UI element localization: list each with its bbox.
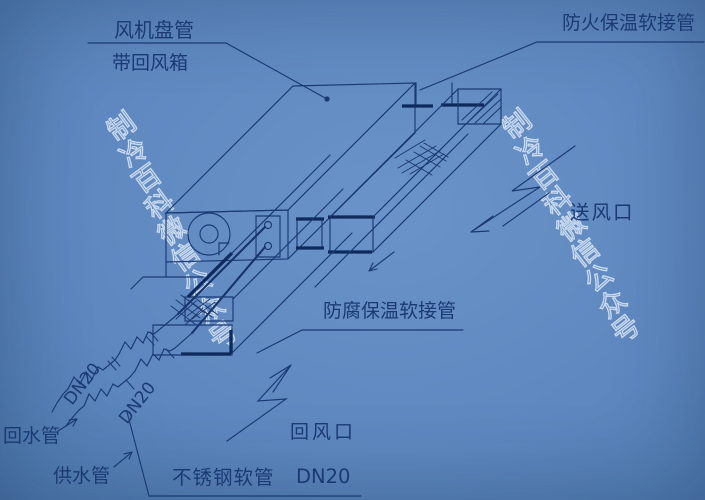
leader-fireproof [419,41,705,91]
leader-supply-water [113,451,133,468]
pipe-connection-panel [255,215,281,258]
leader-anticorrosion [256,251,464,354]
pipe-insulation-hatch [170,294,206,326]
label-stainless-steel-hose: 不锈钢软管 [172,466,275,489]
label-fan-coil-line1: 风机盘管 [114,18,194,42]
return-plenum-thick-corner [181,330,233,356]
unit-base-lines [130,261,204,290]
fan-coil-unit [130,82,417,335]
return-plenum-box [152,324,233,356]
leader-return-water [57,418,78,432]
label-dn20-supply-pipe: DN20 [115,378,160,428]
unit-right-face [287,82,416,260]
unit-top-face [164,82,417,214]
fireproof-sleeve [402,82,484,108]
duct-outlet-face [457,88,502,125]
return-air-assembly [152,154,353,356]
duct-connector-box [296,218,323,249]
duct-insulation-crosshatch [394,139,449,176]
label-anticorrosion-flexible-duct: 防腐保温软接管 [323,300,456,322]
label-supply-water-pipe: 供水管 [53,465,110,487]
return-duct-thick-edge [186,251,234,299]
pipe-stub-bottom [263,241,273,251]
pipe-stub-top [263,220,273,230]
return-sleeve-box [184,296,234,322]
duct-near-face [329,216,374,253]
duct-connector-thick-edges [296,217,324,250]
duct-long-edges [314,88,502,288]
chilled-water-piping [51,294,206,427]
fan-scroll-outline [187,212,231,256]
return-water-pipe-run [51,313,179,413]
watermark-left: 制冷百科微信公众号 [99,103,248,360]
label-return-water-pipe: 回水管 [3,425,60,447]
duct-outlet-hatch [461,91,502,125]
watermark-text: 制冷百科微信公众号 [495,101,651,353]
watermark-right: 制冷百科微信公众号 [494,100,651,354]
leader-stainless-hose [126,411,362,497]
unit-water-pipes [176,225,267,335]
return-airflow-arrow [226,364,292,442]
label-fan-coil-line2: 带回风箱 [112,52,188,74]
leader-line [419,41,705,91]
return-duct-edges [231,154,353,354]
label-return-air-inlet: 回风口 [290,421,356,443]
supply-airflow-arrow [470,145,576,233]
leader-line [126,411,362,497]
fan-scroll-notch [218,242,230,256]
sleeve-thick-bars [402,103,484,108]
label-fireproof-flexible-duct: 防火保温软接管 [562,12,695,34]
supply-water-pipe-run [65,332,193,427]
leader-arrow [113,451,133,468]
airflow-arrow-return-icon [226,364,292,442]
leader-arrow [57,418,78,432]
pipe-union-ticks [107,331,175,390]
label-dn20-return-pipe: DN20 [60,359,105,409]
watermark-text: 制冷百科微信公众号 [100,103,248,358]
leader-fan-coil [87,42,330,102]
label-supply-air-outlet: 送风口 [570,201,635,224]
return-sleeve-crosshatch [186,297,219,320]
supply-duct [296,88,502,288]
leader-dot [324,96,330,102]
label-hose-size-dn20: DN20 [296,465,350,488]
leader-line [87,42,328,100]
leader-line [256,251,464,354]
sleeve-verticals [415,82,453,105]
fan-hub [199,224,219,244]
airflow-arrow-supply-icon [470,145,576,233]
